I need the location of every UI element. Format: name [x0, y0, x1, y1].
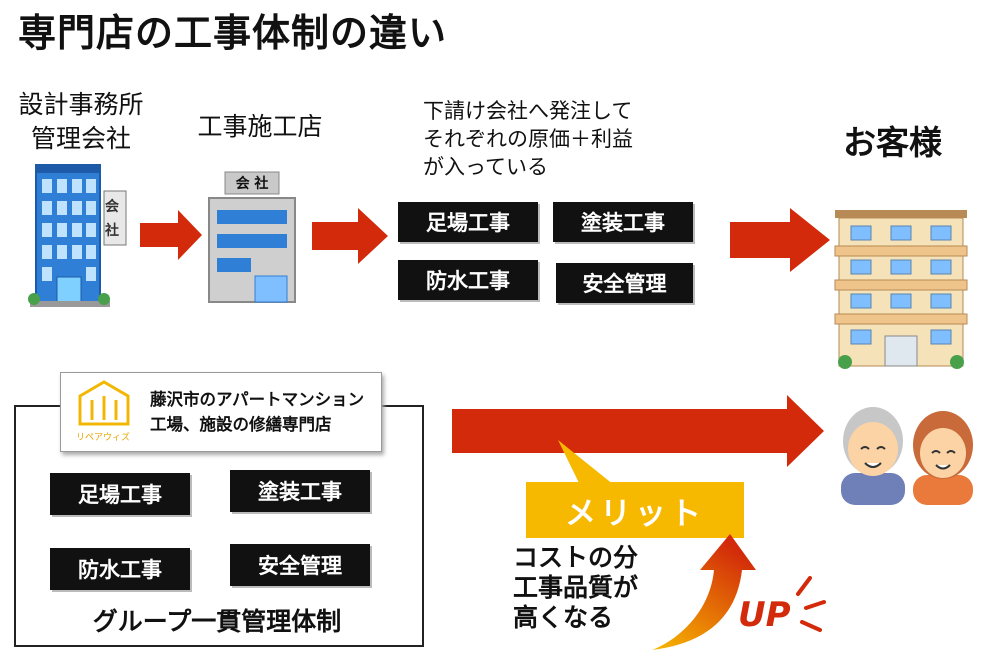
merit-benefit-line1: コストの分	[513, 543, 639, 572]
group-tag-painting: 塗装工事	[230, 470, 370, 512]
office-sign: 会 社	[105, 195, 119, 243]
contractor-sign: 会 社	[235, 176, 269, 192]
contractor-building-icon	[208, 171, 296, 303]
office-sign-char1: 会	[105, 199, 119, 215]
contractor-label: 工事施工店	[197, 112, 323, 141]
tag-safety: 安全管理	[556, 263, 693, 303]
group-tag-waterproofing: 防水工事	[50, 548, 190, 590]
design-firm-label: 設計事務所 管理会社	[6, 88, 156, 156]
company-logo-icon	[78, 380, 130, 426]
direct-arrow	[452, 395, 824, 467]
company-logo-box	[60, 372, 382, 452]
curved-up-arrow-icon	[652, 534, 756, 650]
merit-benefit-line2: 工事品質が	[513, 573, 639, 602]
group-tag-safety: 安全管理	[230, 544, 370, 586]
design-firm-label-line1: 設計事務所	[18, 90, 144, 119]
company-tagline-line1: 藤沢市のアパートマンション	[150, 390, 365, 409]
subcontract-note-line2: それぞれの原価＋利益	[423, 127, 633, 151]
group-tag-scaffolding: 足場工事	[50, 473, 190, 515]
up-burst-lines-icon	[796, 576, 826, 632]
tag-painting: 塗装工事	[553, 202, 693, 242]
company-tagline-line2: 工場、施設の修繕専門店	[150, 415, 332, 434]
office-sign-char2: 社	[105, 223, 119, 239]
merit-label: メリット	[526, 482, 744, 538]
merit-bubble-pointer	[558, 440, 614, 485]
group-system-label: グループ一貫管理体制	[92, 607, 342, 636]
company-brand-name: リペアウィズ	[76, 433, 131, 443]
office-building-icon	[28, 164, 127, 307]
flow-arrow-1	[140, 210, 202, 260]
subcontract-note-line3: が入っている	[423, 155, 548, 179]
customer-couple-icon	[841, 407, 973, 505]
apartment-building-icon	[834, 210, 968, 369]
tag-waterproofing: 防水工事	[398, 260, 538, 300]
company-tagline: 藤沢市のアパートマンション 工場、施設の修繕専門店	[150, 387, 364, 437]
flow-arrow-3	[730, 208, 830, 272]
merit-benefit-line3: 高くなる	[513, 603, 614, 632]
subcontract-note-line1: 下請け会社へ発注して	[423, 99, 633, 123]
up-label: UP	[738, 595, 791, 635]
merit-benefit: コストの分 工事品質が 高くなる	[513, 543, 638, 633]
subcontract-note: 下請け会社へ発注して それぞれの原価＋利益 が入っている	[423, 97, 633, 181]
customer-label: お客様	[843, 123, 942, 162]
tag-scaffolding: 足場工事	[398, 202, 538, 242]
flow-arrow-2	[312, 208, 388, 264]
page-title: 専門店の工事体制の違い	[18, 11, 448, 55]
design-firm-label-line2: 管理会社	[30, 124, 131, 153]
